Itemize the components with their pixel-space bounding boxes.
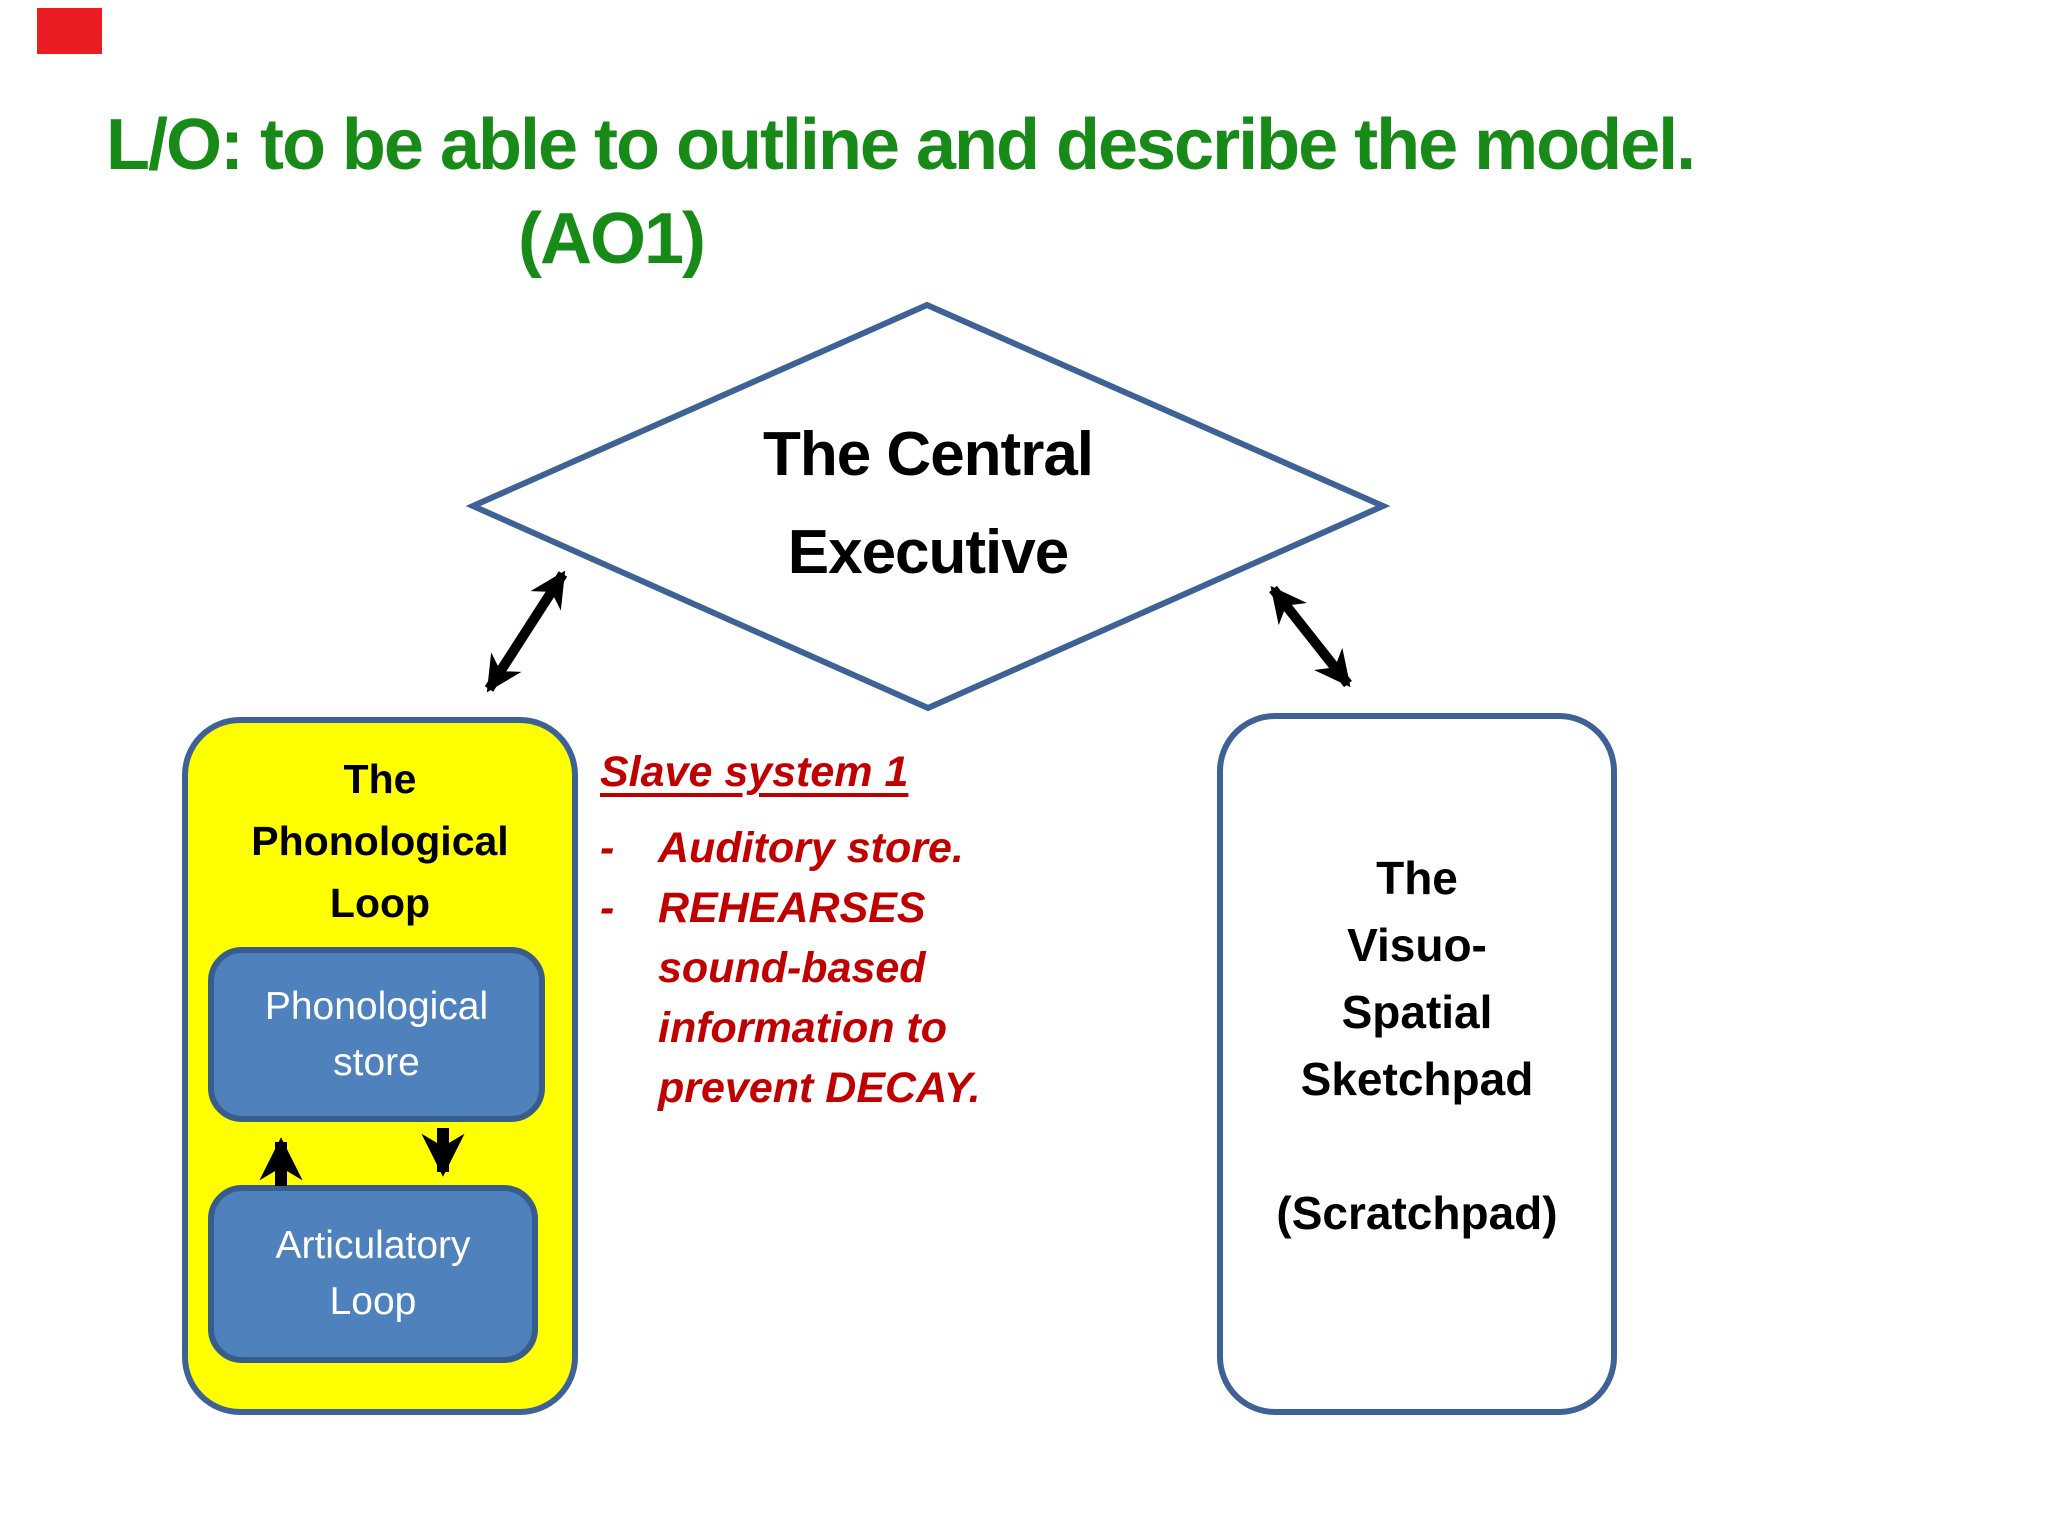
ce-to-sketchpad-arrow bbox=[1269, 585, 1352, 688]
bullet-dash: - bbox=[600, 824, 615, 872]
slide-title: L/O: to be able to outline and describe … bbox=[106, 105, 1696, 185]
slave-system-notes: Slave system 1 - Auditory store. - REHEA… bbox=[600, 742, 1080, 1118]
note-bullet: - Auditory store. bbox=[600, 818, 1080, 878]
notes-heading: Slave system 1 bbox=[600, 748, 909, 796]
bullet-text: Auditory store. bbox=[658, 824, 964, 872]
bullet-dash: - bbox=[600, 884, 615, 932]
visuospatial-sketchpad-box bbox=[1217, 713, 1617, 1415]
red-corner-mark bbox=[37, 8, 102, 54]
ce-to-phonological-arrow bbox=[484, 570, 568, 693]
slide-subtitle-ao1: (AO1) bbox=[518, 199, 706, 279]
